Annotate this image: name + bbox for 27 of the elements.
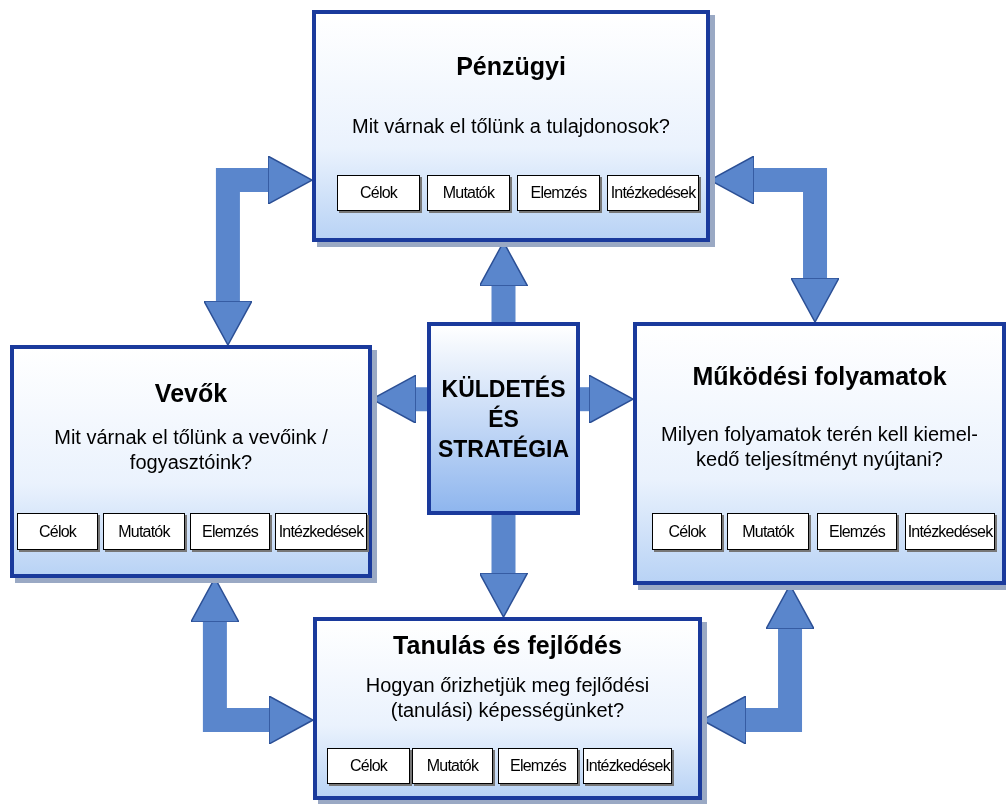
- heading: Tanulás és fejlődés: [392, 631, 623, 660]
- category-label: Célok: [337, 175, 420, 211]
- category-label: Mutatók: [427, 175, 510, 211]
- question-text: Mit várnak el tőlünk a tulajdonosok?: [351, 114, 671, 139]
- heading: Pénzügyi: [455, 52, 567, 81]
- category-label: Célok: [652, 513, 722, 550]
- category-label: Elemzés: [190, 513, 270, 550]
- heading: Működési folyamatok: [691, 362, 948, 391]
- question-text: Milyen folyamatok terén kell kiemel-kedő teljesítményt nyújtani?: [660, 422, 979, 472]
- category-label: Intézkedések: [275, 513, 367, 550]
- heading: Vevők: [153, 379, 229, 408]
- category-label: Intézkedések: [905, 513, 995, 550]
- category-label: Intézkedések: [607, 175, 699, 211]
- category-label: Elemzés: [517, 175, 600, 211]
- category-label: Elemzés: [817, 513, 897, 550]
- category-label: Célok: [17, 513, 98, 550]
- question-text: Mit várnak el tőlünk a vevőink / fogyasztóink?: [53, 425, 329, 475]
- category-label: Célok: [327, 748, 410, 784]
- mission-box: KÜLDETÉS ÉS STRATÉGIA: [427, 322, 580, 515]
- category-label: Mutatók: [727, 513, 809, 550]
- category-label: Elemzés: [498, 748, 578, 784]
- block-arrow: [580, 374, 634, 424]
- category-label: Mutatók: [412, 748, 493, 784]
- block-arrow: [478, 515, 529, 618]
- question-text: Hogyan őrizhetjük meg fejlődési (tanulási) képességünket?: [364, 673, 651, 723]
- category-label: Intézkedések: [583, 748, 672, 784]
- category-label: Mutatók: [103, 513, 185, 550]
